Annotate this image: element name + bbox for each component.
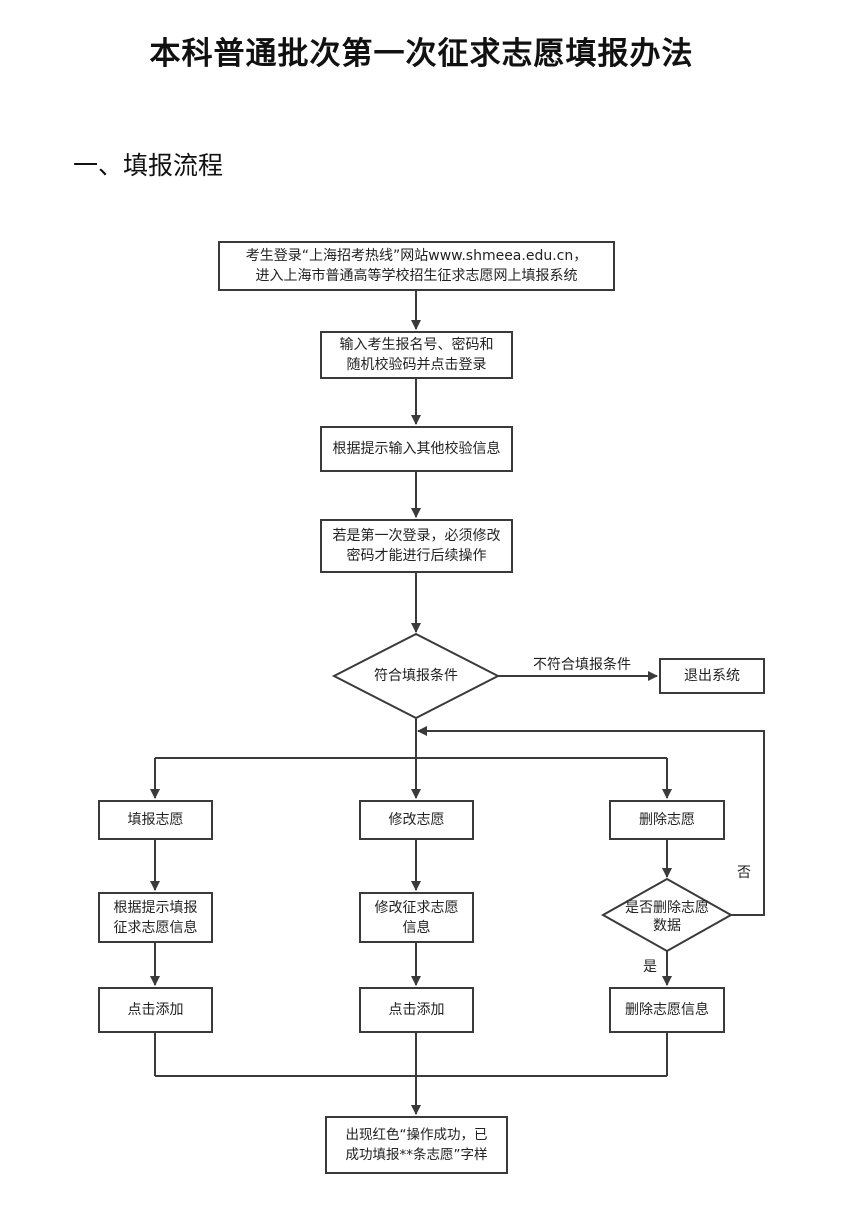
login-step: 考生登录“上海招考热线”网站www.shmeea.edu.cn， 进入上海市普通…: [218, 241, 615, 291]
delete-info-step: 删除志愿信息: [609, 987, 725, 1033]
confirm-delete-label: 是否删除志愿 数据: [625, 900, 709, 934]
exit-system-step: 退出系统: [659, 658, 765, 694]
document-title: 本科普通批次第一次征求志愿填报办法: [149, 36, 694, 72]
fill-volunteer-step: 填报志愿: [98, 800, 213, 840]
first-login-step: 若是第一次登录，必须修改 密码才能进行后续操作: [320, 519, 513, 573]
click-add-step-2: 点击添加: [359, 987, 474, 1033]
confirm-delete-diamond: [600, 877, 734, 953]
yes-label: 是: [643, 959, 657, 975]
click-add-step-1: 点击添加: [98, 987, 213, 1033]
modify-volunteer-step: 修改志愿: [359, 800, 474, 840]
fill-info-step: 根据提示填报 征求志愿信息: [98, 892, 213, 943]
enter-credentials-step: 输入考生报名号、密码和 随机校验码并点击登录: [320, 331, 513, 379]
not-eligible-label: 不符合填报条件: [533, 657, 631, 673]
delete-volunteer-step: 删除志愿: [609, 800, 725, 840]
section-heading: 一、填报流程: [73, 151, 224, 180]
modify-info-step: 修改征求志愿 信息: [359, 892, 474, 943]
no-label: 否: [737, 865, 751, 881]
eligibility-diamond: [331, 632, 501, 720]
eligibility-label: 符合填报条件: [374, 668, 458, 684]
enter-verification-step: 根据提示输入其他校验信息: [320, 426, 513, 472]
success-step: 出现红色“操作成功，已 成功填报**条志愿”字样: [325, 1116, 508, 1174]
